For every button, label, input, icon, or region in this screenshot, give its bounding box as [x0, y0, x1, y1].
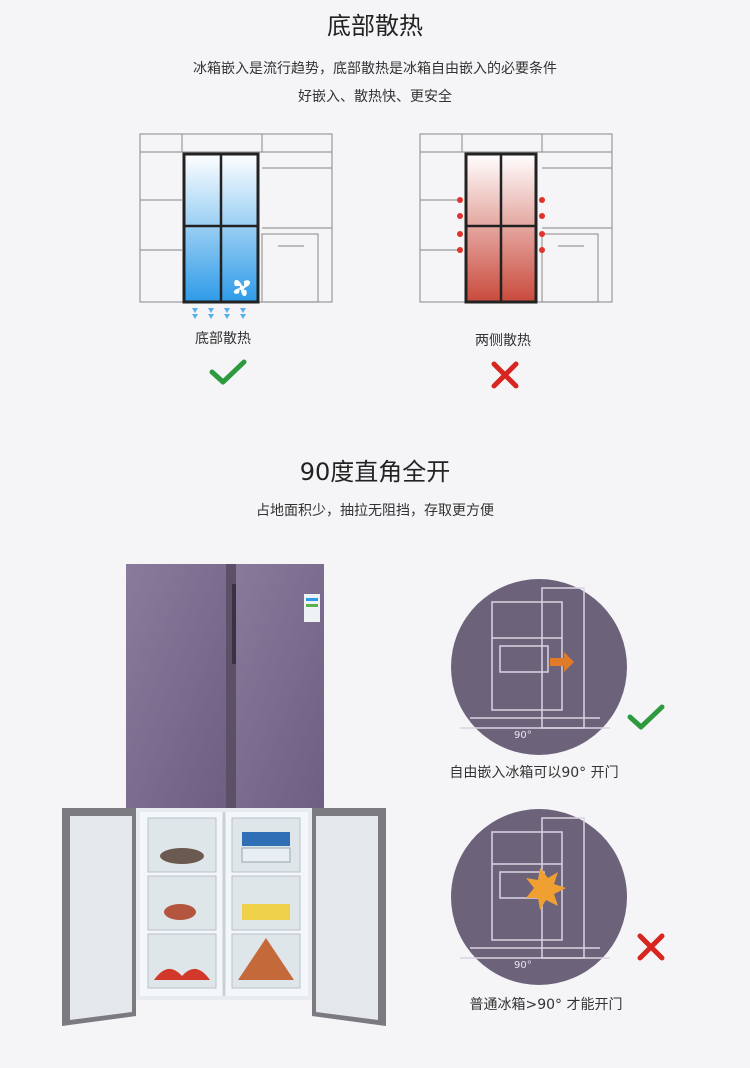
section2-subtitle: 占地面积少，抽拉无阻挡，存取更方便	[256, 503, 494, 519]
angle-label-2: 90°	[514, 960, 532, 971]
blocked-door-caption: 普通冰箱>90° 才能开门	[469, 997, 623, 1013]
blocked-door-illustration: 90°	[451, 809, 627, 985]
arrow-icon	[550, 652, 574, 672]
collision-icon	[526, 868, 566, 910]
bottom-cooling-caption: 底部散热	[195, 331, 251, 347]
down-arrows-icon	[192, 308, 246, 319]
fan-icon	[233, 279, 251, 297]
bottom-cooling-illustration	[139, 133, 333, 319]
angle-label-1: 90°	[514, 730, 532, 741]
heat-dots-icon	[457, 197, 545, 253]
section1-title: 底部散热	[327, 12, 423, 40]
cross-icon	[491, 361, 519, 389]
cross-icon	[637, 933, 665, 961]
section1-description-line1: 冰箱嵌入是流行趋势，底部散热是冰箱自由嵌入的必要条件	[193, 61, 557, 77]
section2-title: 90度直角全开	[299, 458, 451, 486]
check-icon	[209, 359, 247, 385]
side-cooling-caption: 两侧散热	[475, 333, 531, 349]
check-icon	[627, 704, 665, 730]
right-angle-caption: 自由嵌入冰箱可以90° 开门	[449, 765, 619, 781]
section1-description-line2: 好嵌入、散热快、更安全	[298, 89, 452, 105]
side-cooling-illustration	[419, 133, 613, 304]
right-angle-door-illustration: 90°	[451, 579, 627, 755]
fridge-illustration	[62, 564, 386, 1026]
